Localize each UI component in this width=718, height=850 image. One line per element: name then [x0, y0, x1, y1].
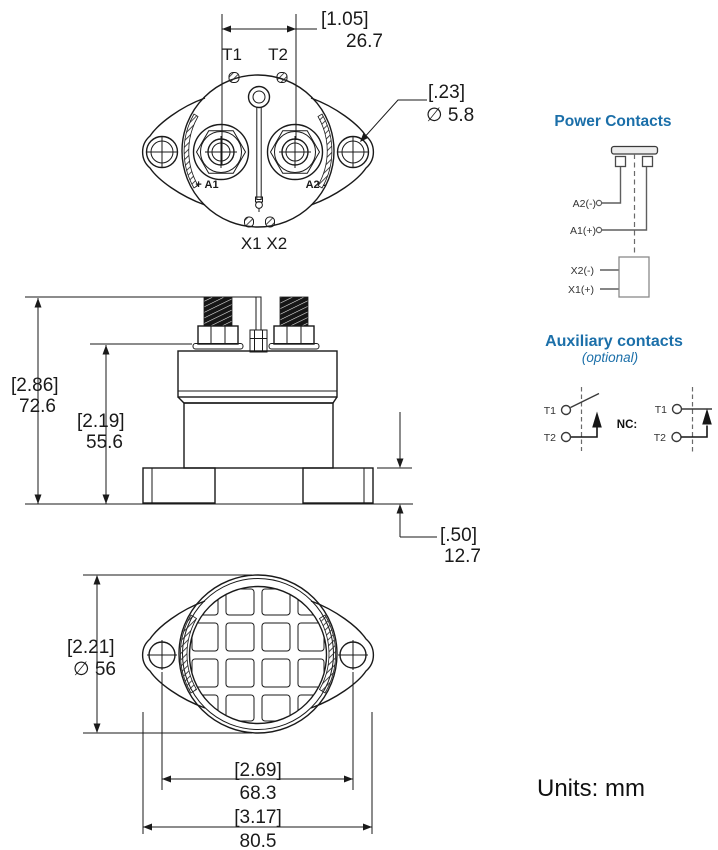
right-crescent-slot [317, 113, 333, 189]
label-t1: T1 [222, 45, 242, 64]
power-contacts-title: Power Contacts [554, 113, 671, 130]
dim-mounting-hole: [.23] ∅ 5.8 [360, 82, 474, 142]
right-crescent-slot-bottom [318, 614, 337, 694]
dim-bracket-height: [.50] 12.7 [377, 412, 481, 567]
label-x1-plus: X1(+) [568, 284, 594, 296]
dim-overall-height: [2.86] 72.6 [11, 296, 256, 504]
right-mounting-hole [336, 135, 370, 169]
left-crescent-slot-bottom [179, 614, 198, 694]
dim-body-height-mm: 55.6 [86, 432, 123, 453]
left-mounting-hole-bottom [147, 640, 177, 670]
contact-right [641, 155, 654, 168]
label-x2-minus: X2(-) [571, 265, 594, 277]
dim-body-height-in: [2.19] [77, 411, 125, 432]
label-x1x2: X1 X2 [241, 234, 287, 253]
dim-hole-spacing-in: [2.69] [234, 760, 282, 781]
dim-body-diameter: [2.21] ∅ 56 [67, 574, 252, 734]
dim-overall-width-mm: 80.5 [240, 831, 277, 850]
dim-body-diameter-mm: ∅ 56 [73, 659, 116, 680]
label-no-t2: T2 [544, 432, 556, 444]
dim-overall-height-mm: 72.6 [19, 396, 56, 417]
dim-terminal-spacing-in: [1.05] [321, 9, 369, 30]
dim-body-diameter-in: [2.21] [67, 637, 115, 658]
left-mounting-hole [145, 135, 179, 169]
side-view: [2.86] 72.6 [2.19] 55.6 [.50] 12.7 [11, 296, 481, 567]
a1-terminal-dot [595, 226, 603, 234]
center-pull-rod [247, 85, 271, 212]
dim-overall-width: [3.17] 80.5 [142, 712, 373, 850]
power-contacts-diagram: Power Contacts A2(-) A1(+) X2(-) X1(+) [554, 113, 672, 298]
label-nc-t1: T1 [655, 404, 667, 416]
aux-no-contact: T1 T2 [544, 387, 602, 451]
dim-mounting-hole-in: [.23] [428, 82, 465, 103]
dim-overall-height-in: [2.86] [11, 375, 59, 396]
dim-terminal-spacing: [1.05] 26.7 [221, 9, 383, 165]
relay-body-outline [181, 74, 335, 228]
contact-bar [610, 145, 659, 155]
a2-terminal-dot [595, 199, 603, 207]
relay-body-side [142, 350, 374, 504]
nc-label: NC: [617, 419, 637, 431]
aux-contacts-diagram: Auxiliary contacts (optional) T1 T2 NC: … [544, 333, 712, 452]
aux-nc-contact: T1 T2 [654, 387, 712, 452]
waffle-grid [191, 588, 325, 722]
label-t2: T2 [268, 45, 288, 64]
dim-overall-width-in: [3.17] [234, 807, 282, 828]
dim-mounting-hole-mm: ∅ 5.8 [426, 105, 474, 126]
aux-terminal-bumps [228, 72, 288, 228]
dim-bracket-height-mm: 12.7 [444, 546, 481, 567]
bottom-body-outline [178, 574, 338, 734]
stud-a1 [192, 296, 244, 350]
dim-body-height: [2.19] 55.6 [77, 343, 192, 504]
label-a2-minus: A2(-) [573, 198, 596, 210]
waffle-circle [188, 585, 328, 725]
aux-contacts-title: Auxiliary contacts [545, 333, 683, 350]
label-no-t1: T1 [544, 405, 556, 417]
label-a1-plus: A1(+) [570, 225, 596, 237]
stud-a2 [268, 296, 320, 350]
dim-bracket-height-in: [.50] [440, 525, 477, 546]
terminal-a1 [192, 123, 250, 181]
dim-terminal-spacing-mm: 26.7 [346, 31, 383, 52]
dim-hole-spacing-mm: 68.3 [240, 783, 277, 804]
contact-left [614, 155, 627, 168]
units-note: Units: mm [537, 775, 645, 802]
center-pin [249, 296, 268, 353]
top-view: [1.05] 26.7 [.23] ∅ 5.8 T1 T2 X1 X2 + A1… [141, 9, 474, 253]
bottom-view: [2.21] ∅ 56 [2.69] 68.3 [3.17] 80.5 [67, 574, 375, 850]
aux-contacts-subtitle: (optional) [582, 350, 638, 365]
dim-hole-spacing: [2.69] 68.3 [161, 672, 354, 804]
terminal-a2 [266, 123, 324, 181]
left-crescent-slot [183, 113, 199, 189]
bottom-body-rim [182, 578, 334, 730]
label-nc-t2: T2 [654, 432, 666, 444]
coil-box [618, 256, 650, 298]
label-a2: A2 - [306, 179, 327, 191]
label-a1: + A1 [195, 179, 218, 191]
right-mounting-hole-bottom [338, 640, 368, 670]
